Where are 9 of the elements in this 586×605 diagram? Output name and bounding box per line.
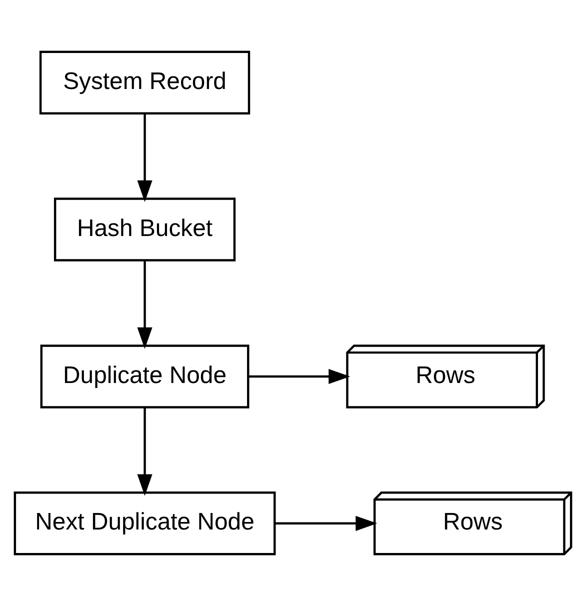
arrow [248,368,350,384]
arrow [137,407,152,496]
node-box: Next Duplicate Node [14,491,276,555]
arrow [274,515,378,530]
node-box: System Record [39,50,250,114]
node-box: Hash Bucket [54,197,236,261]
arrow [137,114,152,202]
node-box: Duplicate Node [40,344,250,408]
arrow [137,260,152,348]
